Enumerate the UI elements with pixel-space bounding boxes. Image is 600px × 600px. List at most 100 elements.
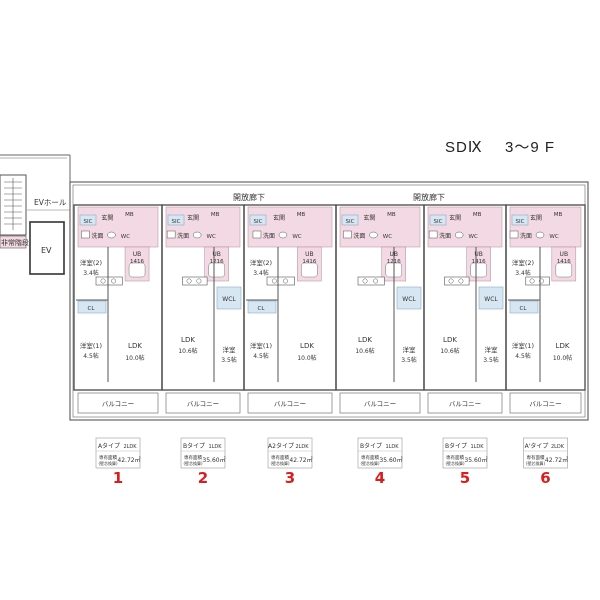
ub-label: UB (474, 251, 483, 258)
entrance-label: 玄関 (273, 214, 285, 222)
room-western1-label: 洋室(1) (80, 341, 102, 350)
unit-number: 4 (375, 469, 385, 487)
balcony-layer: バルコニーバルコニーバルコニーバルコニーバルコニーバルコニー (77, 392, 582, 414)
corridor-label-left: 開放廊下 (233, 192, 265, 202)
ub-size-label: 1216 (210, 259, 224, 265)
mb-label: MB (387, 212, 396, 218)
sic-closet (249, 214, 267, 226)
room-western1-label: 洋室(1) (512, 341, 534, 350)
sic-label: SIC (172, 219, 181, 225)
unit-layout: 1LDK (208, 444, 222, 450)
bathtub-icon (208, 262, 225, 278)
mb-label: MB (297, 212, 306, 218)
sic-closet (429, 214, 447, 226)
unit-area-sub: (壁芯換算) (445, 460, 465, 466)
wash-label: 洗面 (353, 232, 365, 240)
ub-size-label: 1416 (130, 259, 144, 265)
sink-icon (343, 230, 352, 239)
room-western2-label: 洋室(2) (80, 258, 102, 267)
wcl-label: WCL (402, 296, 416, 303)
sic-label: SIC (434, 219, 443, 225)
room-western1-size: 4.5帖 (83, 352, 99, 360)
room-western1-label: 洋室(1) (250, 341, 272, 350)
stove-icon (529, 278, 535, 284)
sink-icon (509, 230, 519, 239)
unit-area-label: 専有面積 (361, 454, 379, 461)
unit-area-label: 専有面積 (99, 454, 117, 461)
building-name: SDⅨ (445, 139, 483, 156)
unit-area: 42.72㎡ (289, 456, 312, 464)
wash-label: 洗面 (177, 232, 189, 240)
ev-label: EV (41, 246, 52, 255)
core-area: 非常階段 EV EVホール (0, 174, 70, 275)
sic-closet (511, 214, 529, 226)
bathtub-icon (301, 262, 318, 278)
balcony-label: バルコニー (187, 400, 219, 408)
unit-area: 42.72㎡ (545, 456, 568, 464)
wc-label: WC (383, 234, 392, 240)
closet (509, 300, 539, 314)
room-western2-size: 3.4帖 (253, 269, 269, 277)
bathtub-icon (555, 262, 573, 278)
sink-icon (428, 230, 438, 239)
sic-label: SIC (346, 219, 355, 225)
unit-card-frame (95, 437, 141, 469)
sic-closet (341, 214, 359, 226)
balcony-label: バルコニー (274, 400, 306, 408)
room-western-label: 洋室 (485, 345, 499, 354)
entrance-label: 玄関 (187, 214, 199, 222)
wc-label: WC (121, 234, 130, 240)
sic-closet (167, 214, 185, 226)
room-western2-label: 洋室(2) (250, 258, 272, 267)
sic-label: SIC (516, 219, 525, 225)
unit-type: Bタイプ (183, 442, 205, 450)
wet-area (509, 206, 582, 248)
unit-type: A'タイプ (525, 442, 549, 450)
unit-area-sub: (壁芯換算) (270, 460, 290, 466)
stove-icon (539, 278, 544, 284)
unit-number: 5 (460, 469, 470, 487)
unit-card-frame (442, 437, 488, 469)
kitchen-counter (525, 276, 550, 286)
unit-layout: 1LDK (470, 444, 484, 450)
kitchen-counter (95, 276, 123, 286)
kitchen-counter (266, 276, 295, 286)
mb-label: MB (473, 212, 482, 218)
unit-area-sub: (壁芯換算) (526, 460, 546, 466)
ub-label: UB (560, 251, 569, 258)
wc-label: WC (207, 234, 216, 240)
stairs-label: 非常階段 (1, 238, 29, 247)
unit-number: 6 (540, 469, 550, 487)
toilet-icon (535, 231, 545, 239)
unit-layout: 2LDK (295, 444, 309, 450)
ub-label: UB (305, 251, 314, 258)
balcony (165, 392, 241, 414)
walk-in-closet (478, 286, 504, 310)
unit-wall (505, 204, 586, 391)
wash-label: 洗面 (91, 232, 103, 240)
toilet-icon (369, 231, 378, 239)
balcony (509, 392, 582, 414)
sic-label: SIC (84, 219, 93, 225)
unit-card-frame (357, 437, 403, 469)
room-western-label: 洋室 (403, 345, 417, 354)
stove-icon (373, 278, 379, 284)
wash-label: 洗面 (439, 232, 451, 240)
balcony-label: バルコニー (449, 400, 481, 408)
room-ldk-label: LDK (128, 342, 142, 350)
floor-range: 3～9 F (505, 139, 555, 156)
stove-icon (458, 278, 464, 284)
toilet-icon (278, 231, 288, 239)
entrance-label: 玄関 (363, 214, 375, 222)
sic-closet (79, 214, 97, 226)
unit-type: Aタイプ (98, 442, 120, 450)
wc-label: WC (469, 234, 478, 240)
room-western2-size: 3.4帖 (515, 269, 531, 277)
